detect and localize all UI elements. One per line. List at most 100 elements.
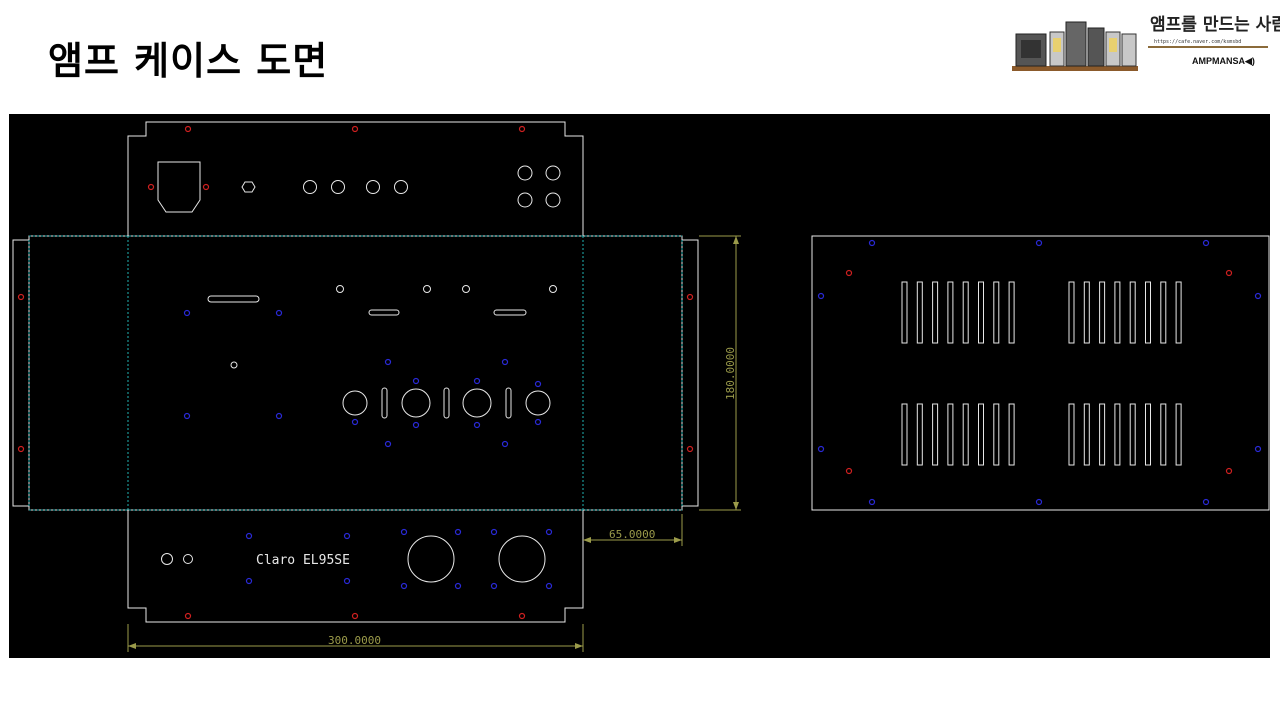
ventilation-slot (1129, 403, 1136, 466)
screw-hole-red (184, 612, 192, 620)
screw-hole-blue (343, 577, 351, 585)
main-panel-outline (28, 235, 683, 511)
ventilation-slot (978, 403, 984, 466)
speaker-terminal-hole (517, 192, 533, 208)
screw-hole-red (351, 125, 359, 133)
dimension-arrow (733, 236, 739, 244)
transformer-slot (368, 309, 400, 316)
screw-hole-blue (351, 418, 359, 426)
screw-hole-blue (384, 440, 392, 448)
speaker-terminal-hole (545, 192, 561, 208)
amplifier-icon (1012, 21, 1138, 71)
screw-hole-blue (817, 445, 825, 453)
screw-hole-blue (275, 309, 283, 317)
screw-hole-blue (868, 498, 876, 506)
ventilation-slot (993, 281, 1000, 344)
screw-hole-blue (545, 582, 553, 590)
screw-hole-red (845, 467, 853, 475)
screw-hole-blue (454, 528, 462, 536)
ventilation-slot (1008, 281, 1015, 344)
screw-hole-blue (473, 377, 481, 385)
ventilation-slot (901, 281, 908, 344)
ventilation-slot (1129, 281, 1136, 344)
screw-hole-red (1225, 467, 1233, 475)
bottom-plate-outline (811, 235, 1270, 511)
fuse-hole (241, 181, 256, 193)
screw-hole-blue (245, 577, 253, 585)
ventilation-slot (1175, 403, 1182, 466)
iec-socket-cutout (157, 161, 201, 213)
ventilation-slot (1008, 403, 1015, 466)
wire-hole (462, 285, 470, 293)
wire-hole (549, 285, 557, 293)
ventilation-slot (381, 387, 388, 419)
screw-hole-blue (1202, 239, 1210, 247)
screw-hole-red (202, 183, 210, 191)
ventilation-slot (1099, 403, 1106, 466)
ventilation-slot (505, 387, 512, 419)
dimension-arrow (733, 502, 739, 510)
screw-hole-blue (1035, 498, 1043, 506)
screw-hole-blue (534, 418, 542, 426)
screw-hole-blue (545, 528, 553, 536)
rca-jack-hole (394, 180, 408, 194)
screw-hole-red (1225, 269, 1233, 277)
top-flap-outline (127, 121, 584, 237)
screw-hole-blue (1202, 498, 1210, 506)
speaker-terminal-hole (545, 165, 561, 181)
ventilation-slot (962, 403, 969, 466)
dimension-side-label: 65.0000 (609, 528, 655, 541)
screw-hole-red (845, 269, 853, 277)
transformer-slot (493, 309, 527, 316)
ventilation-slot (993, 403, 1000, 466)
ventilation-slot (932, 281, 939, 344)
logo-divider (1148, 46, 1268, 48)
screw-hole-red (351, 612, 359, 620)
tube-socket-hole (342, 390, 368, 416)
logo-brand: AMPMANSA◀) (1192, 56, 1255, 66)
dimension-arrow (575, 643, 583, 649)
ventilation-slot (916, 403, 923, 466)
dimension-arrow (128, 643, 136, 649)
power-switch-hole (161, 553, 173, 565)
screw-hole-blue (490, 582, 498, 590)
screw-hole-blue (1254, 292, 1262, 300)
screw-hole-blue (384, 358, 392, 366)
ventilation-slot (947, 281, 954, 344)
panel-label-text: Claro EL95SE (256, 553, 350, 568)
ventilation-slot (1099, 281, 1106, 344)
tube-socket-hole (462, 388, 492, 418)
screw-hole-blue (1035, 239, 1043, 247)
ventilation-slot (901, 403, 908, 466)
screw-hole-blue (501, 358, 509, 366)
slide-title: 앰프 케이스 도면 (48, 39, 329, 83)
screw-hole-blue (473, 421, 481, 429)
screw-hole-blue (183, 309, 191, 317)
screw-hole-blue (183, 412, 191, 420)
screw-hole-red (686, 293, 694, 301)
right-flap-outline (682, 239, 699, 507)
rca-jack-hole (331, 180, 345, 194)
ventilation-slot (1145, 281, 1151, 344)
ventilation-slot (978, 281, 984, 344)
screw-hole-red (518, 125, 526, 133)
screw-hole-blue (454, 582, 462, 590)
logo-name: 앰프를 만드는 사람들 (1150, 15, 1280, 35)
logo-url: https://cafe.naver.com/ksmsbd (1154, 39, 1242, 45)
screw-hole-blue (534, 380, 542, 388)
cad-drawing: Claro EL95SE 180.0000 65.0000 300.0000 (9, 114, 1270, 658)
wire-hole (423, 285, 431, 293)
wire-hole (230, 361, 238, 369)
volume-knob-hole (498, 535, 546, 583)
rca-jack-hole (303, 180, 317, 194)
ventilation-slot (1145, 403, 1151, 466)
dimension-arrow (583, 537, 591, 543)
rca-jack-hole (366, 180, 380, 194)
screw-hole-blue (412, 421, 420, 429)
screw-hole-red (17, 293, 25, 301)
ventilation-slot (1068, 403, 1075, 466)
ventilation-slot (1068, 281, 1075, 344)
ventilation-slot (947, 403, 954, 466)
screw-hole-red (518, 612, 526, 620)
ventilation-slot (932, 403, 939, 466)
